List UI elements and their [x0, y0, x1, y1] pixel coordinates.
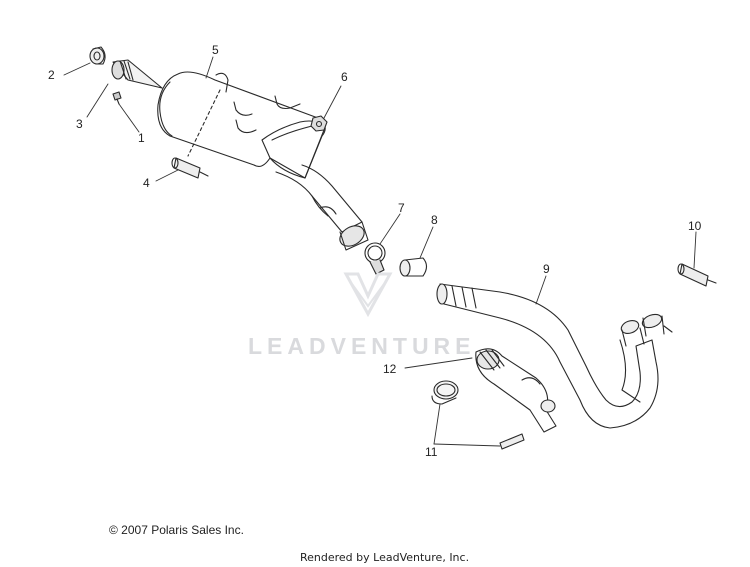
part-2-cap: [89, 46, 106, 65]
leadventure-logo-icon: [343, 272, 393, 318]
part-11-pin: [499, 433, 525, 450]
callout-9: 9: [543, 262, 550, 276]
part-9-head-pipe: [436, 283, 673, 429]
watermark-text: LEADVENTURE: [248, 333, 476, 359]
part-1-bolt: [112, 91, 122, 105]
part-12-flange: [475, 348, 557, 433]
rendered-by-credit: Rendered by LeadVenture, Inc.: [300, 551, 470, 564]
callout-12: 12: [383, 362, 397, 376]
part-7-clamp: [364, 242, 386, 275]
part-10-bushing: [677, 263, 717, 287]
callout-10: 10: [688, 219, 702, 233]
callout-1: 1: [138, 131, 145, 145]
copyright-notice: © 2007 Polaris Sales Inc.: [109, 523, 244, 537]
callout-8: 8: [431, 213, 438, 227]
callout-11: 11: [425, 445, 438, 459]
leader-lines: [63, 56, 697, 447]
callout-5: 5: [212, 43, 219, 57]
part-6-nut: [310, 115, 328, 132]
callout-4: 4: [143, 176, 150, 190]
part-5-outlet-pipe: [275, 164, 369, 251]
callout-7: 7: [398, 201, 405, 215]
part-4-bushing: [171, 157, 209, 179]
part-11-gasket: [431, 380, 459, 405]
callout-3: 3: [76, 117, 83, 131]
callout-6: 6: [341, 70, 348, 84]
part-3-screen: [111, 59, 163, 89]
part-5-muffler: [157, 71, 326, 179]
callout-2: 2: [48, 68, 55, 82]
part-8-sleeve: [399, 257, 428, 277]
